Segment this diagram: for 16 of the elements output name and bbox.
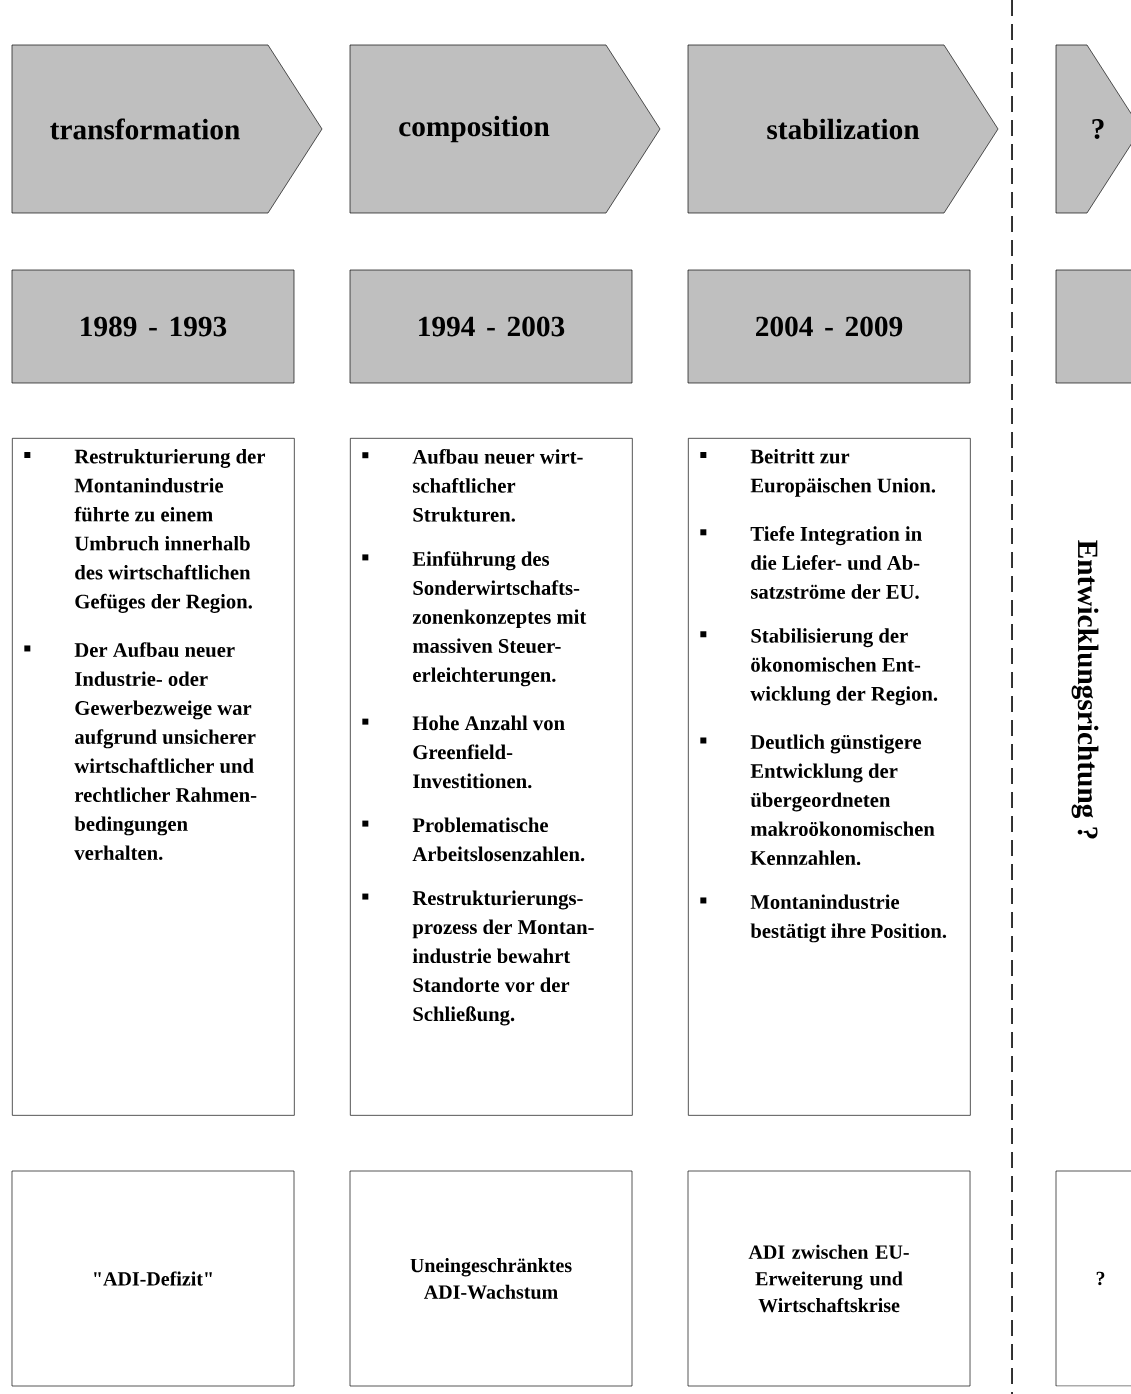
phase-banner: ?	[1055, 44, 1131, 214]
period-box: 1994 - 2003	[349, 269, 633, 384]
text-box: Aufbau neuer wirt- schaftlicher Strukturen. Einführung des Sonderwirtschafts- zonenkonzeptes mit massiven Steuer- erleichterungen. Hohe Anzahl von Greenfield- Investitionen. Problematische Arbeitslosenzahlen. Restrukturierungs- prozess der Montan- industrie bewahrt Standorte vor der Schließung.	[350, 438, 633, 1116]
phase-banner: transformation	[11, 44, 323, 214]
text-box: Restrukturierung der Montanindustrie führte zu einem Umbruch innerhalb des wirtschaftlichen Gefüges der Region. Der Aufbau neuer Industrie- oder Gewerbezweige war aufgrund unsicherer wirtschaftlicher und rechtlicher Rahmen- bedingungen verhalten.	[12, 438, 295, 1116]
empty-box	[1055, 269, 1131, 384]
phase-banner: composition	[349, 44, 661, 214]
result-box: ADI zwischen EU-Erweiterung und Wirtschaftskrise	[687, 1170, 971, 1387]
result-box: "ADI-Defizit"	[11, 1170, 295, 1387]
result-box: ?	[1055, 1170, 1131, 1387]
period-box: 2004 - 2009	[687, 269, 971, 384]
vertical-label: Entwicklungsrichtung ?	[1071, 540, 1099, 839]
text-box: Beitritt zur Europäischen Union. Tiefe Integration in die Liefer- und Ab- satzströme der EU. Stabilisierung der ökonomischen Ent- wicklung der Region. Deutlich günstigere Entwicklung der übergeordneten makroökonomischen Kennzahlen. Montanindustrie bestätigt ihre Position.	[688, 438, 971, 1116]
period-box: 1989 - 1993	[11, 269, 295, 384]
phase-banner: stabilization	[687, 44, 999, 214]
result-box: Uneingeschränktes ADI-Wachstum	[349, 1170, 633, 1387]
